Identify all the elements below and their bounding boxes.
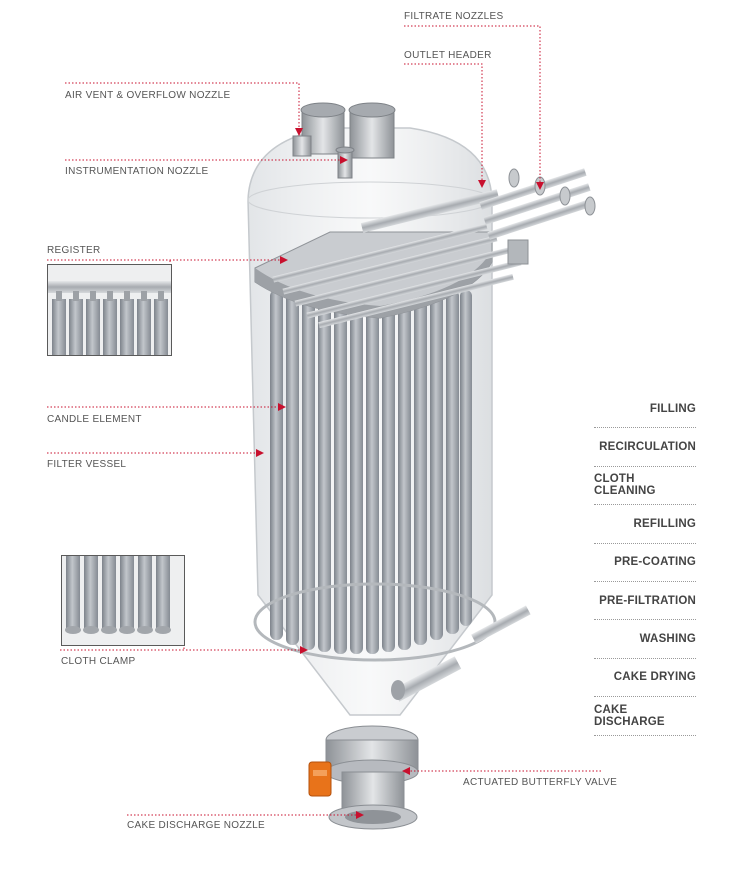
label-filtrate-nozzles: FILTRATE NOZZLES — [404, 11, 504, 22]
outlet-header-pipes — [272, 189, 522, 329]
label-filter-vessel: FILTER VESSEL — [47, 459, 127, 470]
cake-discharge-nozzle-shape — [328, 771, 418, 830]
register-detail-inset — [47, 264, 172, 356]
cloth-clamp-detail-inset — [61, 555, 185, 646]
process-step: WASHING — [594, 620, 696, 659]
cloth-clamp-ring — [253, 582, 531, 702]
process-step: FILLING — [594, 390, 696, 429]
label-instrumentation-nozzle: INSTRUMENTATION NOZZLE — [65, 166, 209, 177]
air-vent-nozzle — [292, 102, 396, 159]
process-step: REFILLING — [594, 505, 696, 544]
leader-arrowheads — [256, 128, 544, 819]
leader-lines — [47, 25, 601, 816]
label-outlet-header: OUTLET HEADER — [404, 50, 492, 61]
candle-elements — [270, 290, 472, 654]
label-cake-discharge-nozzle: CAKE DISCHARGE NOZZLE — [127, 820, 265, 831]
process-step: CLOTH CLEANING — [594, 467, 696, 506]
process-step: RECIRCULATION — [594, 428, 696, 467]
label-candle-element: CANDLE ELEMENT — [47, 414, 142, 425]
label-actuated-butterfly-valve: ACTUATED BUTTERFLY VALVE — [463, 777, 618, 788]
filtrate-nozzles — [479, 168, 596, 265]
label-air-vent-overflow-nozzle: AIR VENT & OVERFLOW NOZZLE — [65, 90, 231, 101]
process-step: PRE-FILTRATION — [594, 582, 696, 621]
label-cloth-clamp: CLOTH CLAMP — [61, 656, 136, 667]
process-steps-list: FILLING RECIRCULATION CLOTH CLEANING REF… — [594, 390, 696, 736]
process-step: PRE-COATING — [594, 544, 696, 582]
process-step: CAKE DRYING — [594, 659, 696, 698]
label-register: REGISTER — [47, 245, 101, 256]
process-step: CAKE DISCHARGE — [594, 697, 696, 736]
instrumentation-nozzle — [335, 146, 355, 179]
